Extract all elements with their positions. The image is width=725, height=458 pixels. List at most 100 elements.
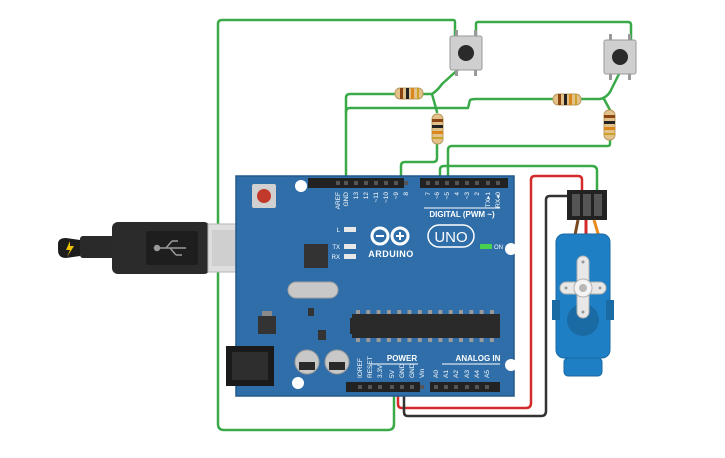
- digital-pin-label: ~10: [383, 192, 390, 203]
- power-pin[interactable]: [420, 385, 424, 389]
- analog-pin[interactable]: [434, 385, 438, 389]
- analog-pin-label: A3: [464, 370, 471, 378]
- resistor-r4[interactable]: [603, 109, 616, 141]
- digital-pin-label: 12: [363, 192, 370, 200]
- digital-pin-label: ~6: [434, 192, 441, 200]
- digital-pin-label: ~9: [393, 192, 400, 200]
- analog-pin[interactable]: [485, 385, 489, 389]
- wire-pin6-servo[interactable]: [438, 164, 599, 196]
- analog-pin[interactable]: [454, 385, 458, 389]
- capacitor-2: [324, 349, 350, 375]
- servo-motor[interactable]: [552, 190, 614, 377]
- mounting-hole: [292, 377, 304, 389]
- digital-pin-label: GND: [343, 192, 350, 207]
- power-header[interactable]: [346, 382, 420, 392]
- power-pin[interactable]: [368, 385, 372, 389]
- led-rx: [344, 254, 356, 259]
- analog-pin[interactable]: [444, 385, 448, 389]
- digital-pin[interactable]: [486, 181, 490, 185]
- digital-pin-label: ~5: [444, 192, 451, 200]
- analog-pin[interactable]: [475, 385, 479, 389]
- wire-pin7[interactable]: [399, 142, 439, 186]
- digital-pin-label: 13: [353, 192, 360, 200]
- digital-pin[interactable]: [496, 181, 500, 185]
- digital-label: DIGITAL (PWM ~): [429, 210, 495, 219]
- usb-icon: [153, 240, 186, 256]
- led-tx: [344, 244, 356, 249]
- reset-button[interactable]: [252, 184, 276, 208]
- wire-pin5[interactable]: [446, 138, 612, 186]
- digital-pin[interactable]: [455, 181, 459, 185]
- analog-pin-label: A1: [443, 370, 450, 378]
- digital-pin[interactable]: [354, 181, 358, 185]
- wire-r1-down[interactable]: [430, 92, 439, 114]
- wire-servo-power[interactable]: [396, 174, 584, 410]
- digital-pin-label: TX▸1: [485, 192, 492, 208]
- usb-chip: [304, 244, 328, 268]
- resistor-r2[interactable]: [431, 113, 444, 145]
- analog-pin-label: A2: [453, 370, 460, 378]
- digital-pin[interactable]: [384, 181, 388, 185]
- mounting-hole: [295, 180, 307, 192]
- power-pin-label: 3.3V: [377, 364, 384, 378]
- digital-pin-label: AREF: [335, 192, 342, 209]
- digital-pin[interactable]: [475, 181, 479, 185]
- digital-pin[interactable]: [435, 181, 439, 185]
- digital-pin[interactable]: [404, 181, 408, 185]
- power-pin[interactable]: [390, 385, 394, 389]
- analog-pin-label: A0: [433, 370, 440, 378]
- digital-pins: [336, 181, 500, 185]
- digital-pin[interactable]: [374, 181, 378, 185]
- wire-r3-down[interactable]: [602, 97, 612, 112]
- digital-pin[interactable]: [445, 181, 449, 185]
- resistor-r1[interactable]: [394, 87, 424, 100]
- power-pin[interactable]: [410, 385, 414, 389]
- digital-pin[interactable]: [426, 181, 430, 185]
- analog-pin[interactable]: [465, 385, 469, 389]
- crystal: [287, 281, 339, 299]
- digital-pin-label: RX◂0: [495, 192, 502, 208]
- wire-servo-ground[interactable]: [402, 194, 575, 418]
- digital-header-2[interactable]: [420, 178, 508, 188]
- digital-pin-label: 4: [454, 192, 461, 196]
- power-pin[interactable]: [378, 385, 382, 389]
- power-pin-label: IOREF: [357, 358, 364, 378]
- power-pin[interactable]: [358, 385, 362, 389]
- digital-pin[interactable]: [344, 181, 348, 185]
- digital-pin-label: 8: [403, 192, 410, 196]
- wire-gnd-rail-2[interactable]: [344, 97, 555, 114]
- pushbutton-1[interactable]: [449, 30, 483, 76]
- servo-horn[interactable]: [559, 255, 607, 319]
- power-jack[interactable]: [226, 346, 274, 386]
- power-pin[interactable]: [400, 385, 404, 389]
- digital-pin[interactable]: [465, 181, 469, 185]
- mounting-hole: [505, 243, 517, 255]
- wire-r3-lead[interactable]: [578, 70, 622, 101]
- digital-pin[interactable]: [394, 181, 398, 185]
- voltage-regulator: [258, 311, 276, 334]
- digital-pin-label: ~3: [464, 192, 471, 200]
- wire-button-link[interactable]: [474, 20, 633, 42]
- atmega-chip[interactable]: [350, 310, 500, 342]
- power-pin-label: GND: [399, 363, 406, 378]
- small-component: [308, 308, 314, 316]
- brand-text: ARDUINO: [368, 249, 414, 259]
- digital-pin-label: ~11: [373, 192, 380, 203]
- led-l: [344, 227, 356, 232]
- resistor-r3[interactable]: [552, 93, 582, 106]
- arduino-logo: [370, 226, 410, 246]
- digital-pin[interactable]: [364, 181, 368, 185]
- pushbutton-2[interactable]: [603, 34, 637, 80]
- usb-cable[interactable]: [58, 222, 255, 274]
- digital-pin[interactable]: [336, 181, 340, 185]
- mounting-hole: [505, 359, 517, 371]
- small-component: [318, 330, 326, 340]
- analog-pin-label: A4: [474, 370, 481, 378]
- wire-gnd-rail[interactable]: [344, 92, 397, 186]
- capacitor-1: [294, 349, 320, 375]
- model-text: UNO: [434, 229, 467, 246]
